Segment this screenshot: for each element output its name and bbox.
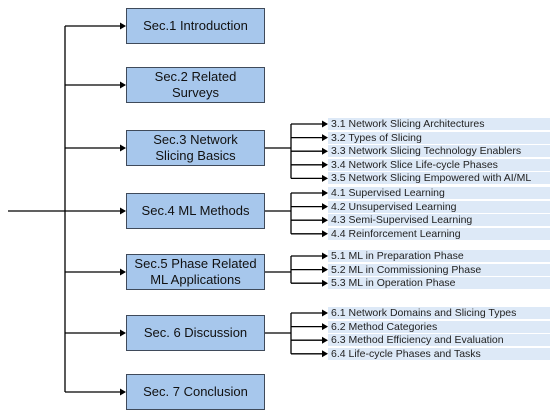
section-arrowhead xyxy=(120,329,126,337)
subsection-item: 4.3 Semi-Supervised Learning xyxy=(328,214,550,227)
section-arrowhead xyxy=(120,144,126,152)
subsection-arrowhead xyxy=(322,147,328,155)
subsection-arrowhead xyxy=(322,336,328,344)
subsection-arrowhead xyxy=(322,216,328,224)
subsection-arrowhead xyxy=(322,252,328,260)
section-box: Sec.3 Network Slicing Basics xyxy=(126,130,265,166)
section-box: Sec.5 Phase Related ML Applications xyxy=(126,254,265,290)
subsection-item: 5.2 ML in Commissioning Phase xyxy=(328,263,550,276)
section-arrowhead xyxy=(120,268,126,276)
subsection-item: 5.1 ML in Preparation Phase xyxy=(328,250,550,262)
section-arrowhead xyxy=(120,22,126,30)
section-arrowhead xyxy=(120,388,126,396)
subsection-arrowhead xyxy=(322,120,328,128)
section-box: Sec.4 ML Methods xyxy=(126,193,265,229)
section-box: Sec.2 Related Surveys xyxy=(126,67,265,103)
subsection-item: 3.4 Network Slice Life-cycle Phases xyxy=(328,158,550,171)
section-box: Sec. 6 Discussion xyxy=(126,315,265,351)
subsection-arrowhead xyxy=(322,309,328,317)
subsection-arrowhead xyxy=(322,323,328,331)
subsection-item: 6.1 Network Domains and Slicing Types xyxy=(328,307,550,319)
subsection-arrowhead xyxy=(322,266,328,274)
subsection-item: 6.4 Life-cycle Phases and Tasks xyxy=(328,347,550,360)
subsection-arrowhead xyxy=(322,189,328,197)
subsection-item: 4.1 Supervised Learning xyxy=(328,187,550,199)
subsection-arrowhead xyxy=(322,279,328,287)
subsection-arrowhead xyxy=(322,161,328,169)
subsection-arrowhead xyxy=(322,134,328,142)
subsection-item: 3.2 Types of Slicing xyxy=(328,131,550,144)
subsection-item: 3.3 Network Slicing Technology Enablers xyxy=(328,145,550,158)
subsection-item: 6.3 Method Efficiency and Evaluation xyxy=(328,334,550,347)
subsection-item: 5.3 ML in Operation Phase xyxy=(328,277,550,290)
subsection-arrowhead xyxy=(322,350,328,358)
subsection-arrowhead xyxy=(322,203,328,211)
subsection-item: 3.5 Network Slicing Empowered with AI/ML xyxy=(328,172,550,185)
section-box: Sec.1 Introduction xyxy=(126,8,265,44)
section-arrowhead xyxy=(120,207,126,215)
section-arrowhead xyxy=(120,81,126,89)
subsection-item: 6.2 Method Categories xyxy=(328,320,550,333)
subsection-arrowhead xyxy=(322,230,328,238)
subsection-item: 4.4 Reinforcement Learning xyxy=(328,227,550,240)
subsection-item: 4.2 Unsupervised Learning xyxy=(328,200,550,213)
subsection-item: 3.1 Network Slicing Architectures xyxy=(328,118,550,130)
section-box: Sec. 7 Conclusion xyxy=(126,374,265,410)
subsection-arrowhead xyxy=(322,174,328,182)
